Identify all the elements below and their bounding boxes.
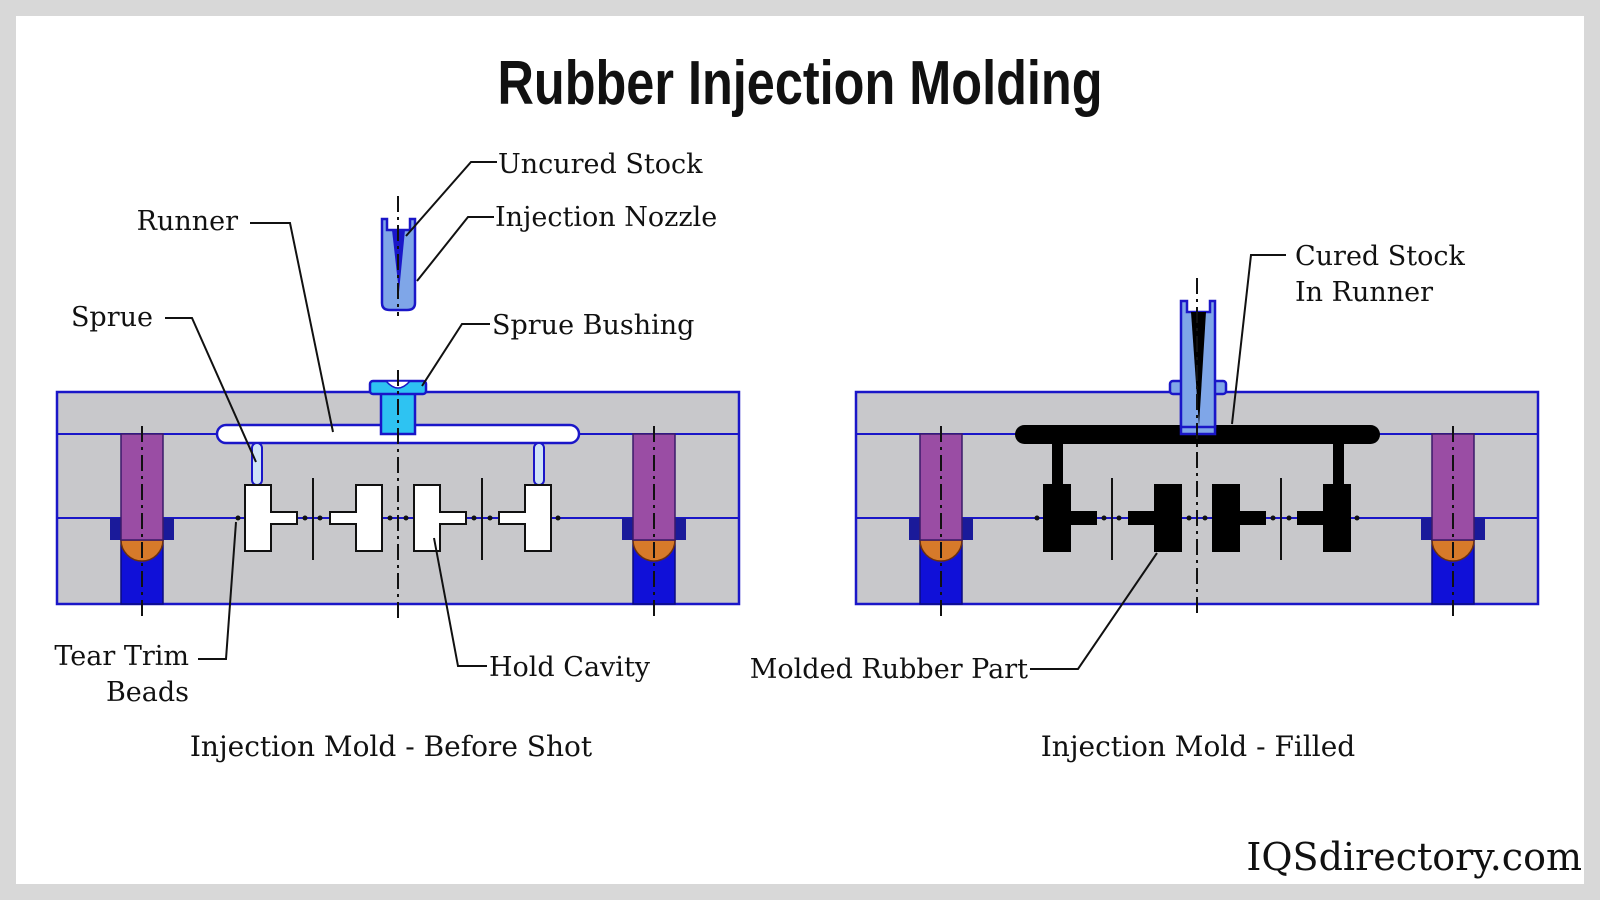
label-sprue-bushing: Sprue Bushing	[492, 310, 694, 341]
cured-sprue	[1333, 443, 1344, 485]
label-cured-stock-line2: In Runner	[1295, 277, 1433, 308]
label-hold-cavity: Hold Cavity	[489, 652, 651, 683]
label-tear-trim-beads-line1: Tear Trim	[54, 641, 189, 672]
label-injection-nozzle: Injection Nozzle	[495, 202, 717, 233]
mold-filled	[854, 278, 1540, 618]
diagram-title: Rubber Injection Molding	[498, 49, 1103, 118]
sprue-drop	[533, 442, 545, 486]
caption-filled: Injection Mold - Filled	[1041, 730, 1356, 763]
tear-trim-beads	[1034, 515, 1360, 521]
label-sprue: Sprue	[71, 302, 153, 333]
leader-sprue-bushing	[421, 323, 490, 387]
injection-nozzle	[1179, 299, 1217, 429]
leader-hold-cavity	[433, 537, 487, 667]
caption-before-shot: Injection Mold - Before Shot	[190, 730, 593, 763]
brand-watermark: IQSdirectory.com	[1246, 835, 1582, 879]
leader-sprue	[165, 317, 257, 463]
label-runner: Runner	[137, 206, 238, 237]
leader-uncured-stock	[405, 161, 497, 237]
leader-cured-stock	[1231, 254, 1286, 425]
tear-trim-beads	[235, 515, 561, 521]
label-tear-trim-beads-line2: Beads	[106, 677, 189, 708]
mold-before-shot	[55, 196, 741, 618]
cured-sprue	[1052, 443, 1063, 485]
leader-tear-trim-beads	[198, 521, 237, 660]
label-uncured-stock: Uncured Stock	[498, 149, 703, 180]
sprue-drop	[251, 442, 263, 486]
label-molded-rubber-part: Molded Rubber Part	[750, 654, 1028, 685]
leader-injection-nozzle	[416, 216, 494, 282]
leader-lines	[165, 161, 1286, 670]
leader-runner	[250, 222, 334, 433]
label-cured-stock-line1: Cured Stock	[1295, 241, 1466, 272]
leader-molded-rubber-part	[1030, 552, 1158, 670]
